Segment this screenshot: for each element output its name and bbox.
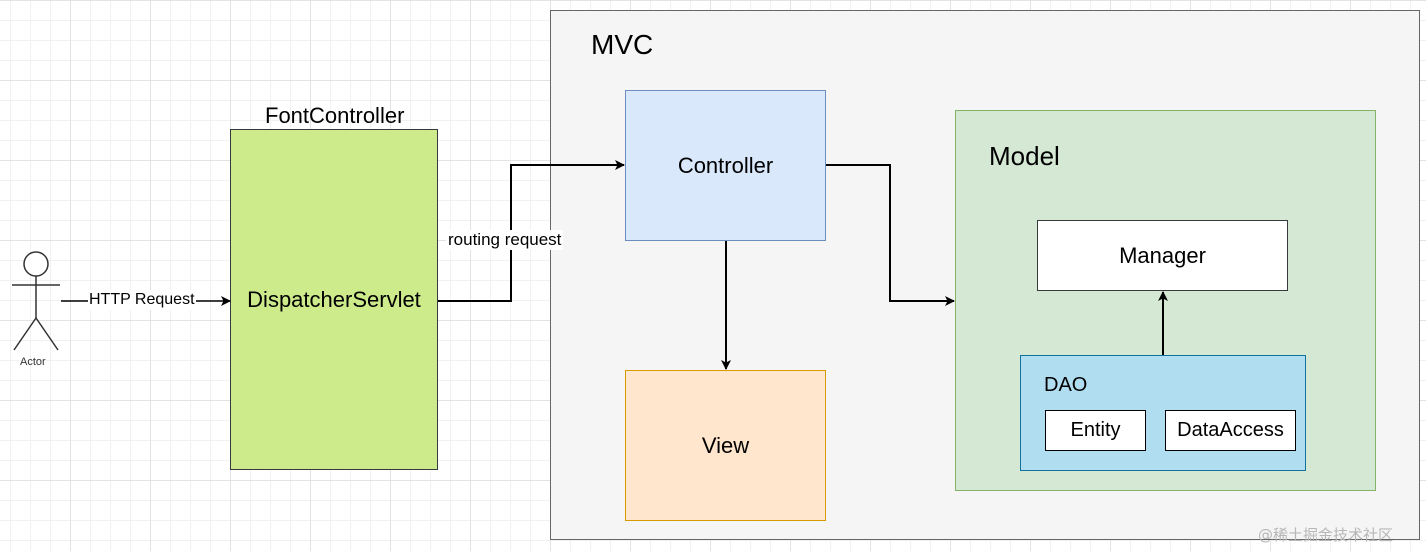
data-access-box[interactable]: DataAccess <box>1165 410 1296 451</box>
controller-label: Controller <box>677 152 774 178</box>
watermark: @稀土掘金技术社区 <box>1258 526 1394 544</box>
entity-box[interactable]: Entity <box>1045 410 1146 451</box>
http-request-label: HTTP Request <box>88 290 196 310</box>
routing-request-label: routing request <box>446 230 564 250</box>
actor-figure[interactable] <box>12 251 60 351</box>
mvc-title: MVC <box>591 29 654 60</box>
actor-label: Actor <box>20 356 46 368</box>
dao-title: DAO <box>1044 374 1088 396</box>
manager-label: Manager <box>1119 242 1206 268</box>
view-box[interactable]: View <box>625 370 826 521</box>
controller-box[interactable]: Controller <box>625 90 826 241</box>
manager-box[interactable]: Manager <box>1037 220 1288 291</box>
entity-label: Entity <box>1070 419 1121 441</box>
dispatcher-servlet-label: DispatcherServlet <box>247 286 421 312</box>
data-access-label: DataAccess <box>1177 419 1284 441</box>
model-title: Model <box>989 141 1060 171</box>
dispatcher-servlet-box[interactable]: DispatcherServlet <box>230 129 438 470</box>
font-controller-title: FontController <box>265 103 405 128</box>
view-label: View <box>701 432 750 458</box>
